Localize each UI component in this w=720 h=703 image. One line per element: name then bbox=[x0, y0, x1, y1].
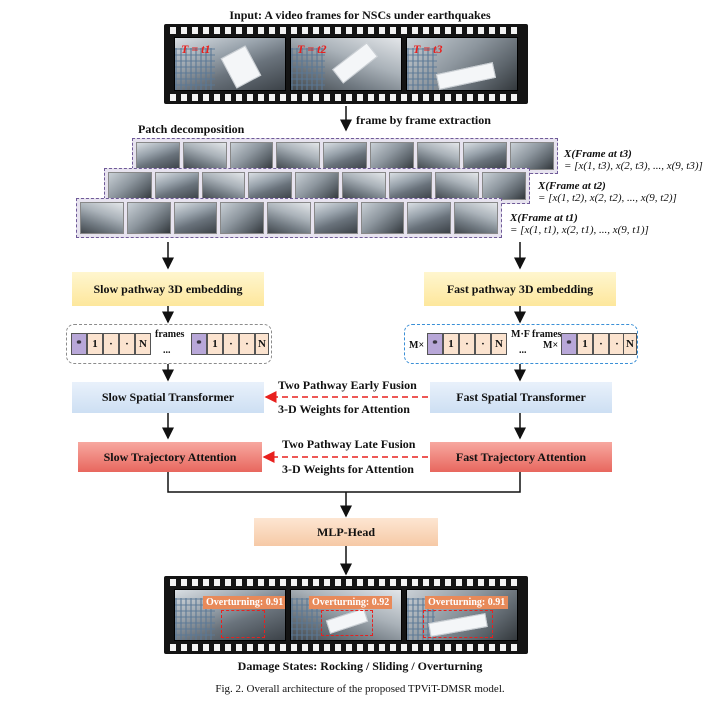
fast-trajectory-attention: Fast Trajectory Attention bbox=[430, 442, 612, 472]
extraction-label: frame by frame extraction bbox=[356, 113, 491, 127]
formula-t1: X(Frame at t1) = [x(1, t1), x(2, t1), ..… bbox=[510, 212, 649, 236]
formula-t2: X(Frame at t2) = [x(1, t2), x(2, t2), ..… bbox=[538, 180, 677, 204]
cls-token: * bbox=[191, 333, 207, 355]
output-frame-2: Overturning: 0.92 bbox=[290, 589, 402, 641]
slow-embedding-box: Slow pathway 3D embedding bbox=[72, 272, 264, 306]
patch-strip-t1 bbox=[76, 198, 502, 238]
detection-box bbox=[423, 610, 493, 638]
formula-t3: X(Frame at t3) = [x(1, t3), x(2, t3), ..… bbox=[564, 148, 703, 172]
slow-token-group: * 1 · · N frames ... * 1 · · N bbox=[66, 324, 272, 364]
early-fusion-label: Two Pathway Early Fusion bbox=[278, 378, 417, 392]
output-frame-1: Overturning: 0.91 bbox=[174, 589, 286, 641]
slow-spatial-transformer: Slow Spatial Transformer bbox=[72, 382, 264, 413]
detection-box bbox=[321, 610, 373, 636]
cls-token: * bbox=[561, 333, 577, 355]
late-fusion-label: Two Pathway Late Fusion bbox=[282, 437, 416, 451]
patch-title: Patch decomposition bbox=[138, 122, 245, 136]
mlp-head-box: MLP-Head bbox=[254, 518, 438, 546]
cls-token: * bbox=[71, 333, 87, 355]
input-frame-3: T = t3 bbox=[406, 37, 518, 91]
detection-label: Overturning: 0.91 bbox=[425, 596, 509, 609]
fast-spatial-transformer: Fast Spatial Transformer bbox=[430, 382, 612, 413]
cls-token: * bbox=[427, 333, 443, 355]
output-frame-3: Overturning: 0.91 bbox=[406, 589, 518, 641]
input-frame-1: T = t1 bbox=[174, 37, 286, 91]
detection-box bbox=[221, 610, 265, 638]
fast-embedding-box: Fast pathway 3D embedding bbox=[424, 272, 616, 306]
late-weights-label: 3-D Weights for Attention bbox=[282, 462, 414, 476]
output-film-strip: Overturning: 0.91 Overturning: 0.92 Over… bbox=[164, 576, 528, 654]
input-film-strip: T = t1 T = t2 T = t3 bbox=[164, 24, 528, 104]
slow-trajectory-attention: Slow Trajectory Attention bbox=[78, 442, 262, 472]
fast-token-group: M× * 1 · · N M·F frames ... M× * 1 · · N bbox=[404, 324, 638, 364]
mf-frames-label: M·F frames bbox=[511, 329, 562, 340]
early-weights-label: 3-D Weights for Attention bbox=[278, 402, 410, 416]
output-title: Damage States: Rocking / Sliding / Overt… bbox=[237, 659, 483, 673]
figure-caption: Fig. 2. Overall architecture of the prop… bbox=[215, 683, 505, 695]
input-title: Input: A video frames for NSCs under ear… bbox=[229, 8, 491, 22]
detection-label: Overturning: 0.91 bbox=[203, 596, 285, 609]
input-frame-2: T = t2 bbox=[290, 37, 402, 91]
frames-label: frames bbox=[155, 329, 185, 340]
detection-label: Overturning: 0.92 bbox=[309, 596, 393, 609]
